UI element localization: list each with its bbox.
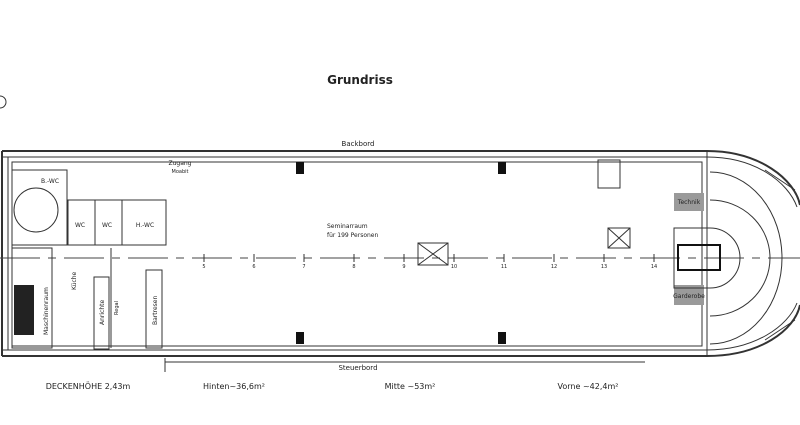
bartresen-label: Bartresen — [152, 296, 159, 325]
technik-label: Technik — [677, 199, 701, 206]
moabit-label: Moabit — [172, 169, 189, 175]
axis-numbers: 5 6 7 8 9 10 11 12 13 14 — [202, 254, 657, 270]
axis-number: 7 — [302, 264, 305, 270]
wc2-label: WC — [102, 222, 112, 229]
kueche-label: Küche — [71, 271, 78, 290]
axis-number: 13 — [601, 264, 607, 270]
seminar-label: Seminarraum — [327, 223, 368, 230]
axis-number: 5 — [202, 264, 205, 270]
area-mitte: Mitte ~53m² — [385, 382, 436, 391]
wc1-label: WC — [75, 222, 85, 229]
axis-number: 10 — [451, 264, 457, 270]
axis-number: 6 — [252, 264, 255, 270]
axis-number: 14 — [651, 264, 657, 270]
garderobe-label: Garderobe — [673, 293, 705, 300]
hull — [1, 150, 800, 357]
axis-number: 9 — [402, 264, 405, 270]
technik-room — [674, 193, 704, 211]
regal-label: Regal — [114, 301, 120, 315]
maschinenraum-label: Maschinenraum — [43, 287, 50, 335]
pillars — [296, 162, 506, 344]
axis-number: 8 — [352, 264, 355, 270]
compass-mark — [0, 95, 7, 109]
garderobe-room — [674, 285, 704, 305]
bow-stairs — [673, 169, 796, 345]
steuerbord-label: Steuerbord — [338, 364, 377, 372]
plan-title: Grundriss — [327, 73, 393, 87]
ceiling-height: DECKENHÖHE 2,43m — [46, 381, 131, 391]
axis-number: 12 — [551, 264, 557, 270]
b-wc-label: B.-WC — [41, 178, 59, 185]
capacity-label: für 199 Personen — [327, 232, 379, 239]
h-wc-label: H.-WC — [136, 222, 154, 229]
backbord-label: Backbord — [342, 140, 375, 148]
area-vorne: Vorne ~42,4m² — [558, 382, 619, 391]
zugang-label: Zugang — [168, 160, 191, 167]
axis-number: 11 — [501, 264, 507, 270]
columns-crossed — [417, 159, 631, 266]
anrichte-label: Anrichte — [99, 300, 106, 325]
rear-rooms — [11, 169, 167, 350]
area-hinten: Hinten~36,6m² — [203, 382, 265, 391]
